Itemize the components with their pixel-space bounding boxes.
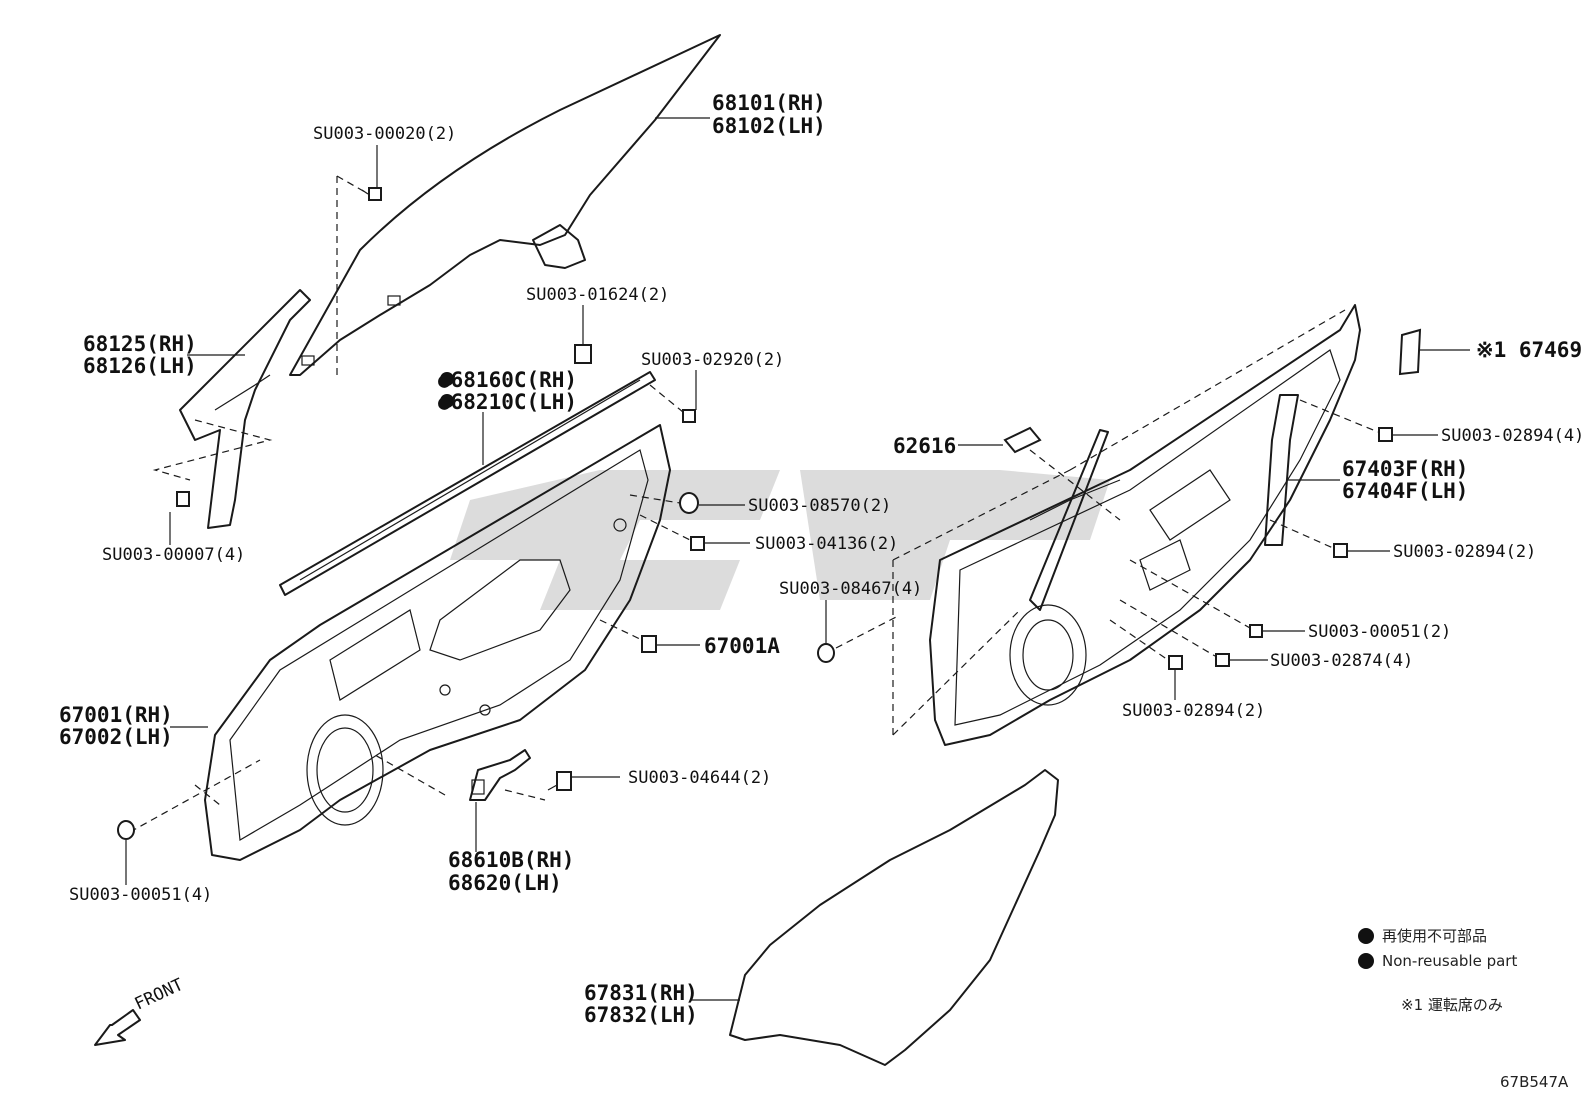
label-check-lh: 68620(LH)	[448, 871, 562, 895]
label-door-panel-lh: 67002(LH)	[59, 725, 173, 749]
label-screw-a: SU003-02920(2)	[641, 350, 784, 370]
door-panel-right	[929, 304, 1361, 746]
label-nut-a: SU003-04136(2)	[755, 534, 898, 554]
nut-right-bottom	[1168, 655, 1183, 670]
label-glass-lh: 68102(LH)	[712, 114, 826, 138]
legend-ja: 再使用不可部品	[1382, 927, 1487, 945]
bolt-check	[547, 771, 572, 791]
nut-right-51	[1249, 624, 1263, 638]
label-grommet-a: SU003-08570(2)	[748, 496, 891, 516]
label-bolt-check: SU003-04644(2)	[628, 768, 771, 788]
label-check-rh: 68610B(RH)	[448, 848, 574, 872]
label-front: FRONT	[132, 975, 187, 1015]
label-nut-right-mid: SU003-02894(2)	[1393, 542, 1536, 562]
bolt-top	[361, 187, 382, 201]
clip	[1003, 426, 1042, 454]
nut-right-top	[1378, 427, 1393, 442]
label-nut-right-top: SU003-02894(4)	[1441, 426, 1584, 446]
door-panel	[204, 424, 671, 861]
reference-code: 67B547A	[1500, 1073, 1569, 1091]
label-sheet-rh: 67831(RH)	[584, 981, 698, 1005]
grommet-a	[679, 492, 699, 514]
legend-note: ※1 運転席のみ	[1401, 996, 1503, 1014]
legend-en: Non-reusable part	[1382, 952, 1517, 970]
label-regulator-lh: 67404F(LH)	[1342, 479, 1468, 503]
label-service-cover: ※1 67469	[1476, 338, 1582, 362]
nut-right-74	[1215, 653, 1230, 667]
label-nut-right-74: SU003-02874(4)	[1270, 651, 1413, 671]
label-nut-plug: SU003-08467(4)	[779, 579, 922, 599]
label-division-bar-rh: 68125(RH)	[83, 332, 197, 356]
label-clip: 62616	[893, 434, 956, 458]
screw-a	[682, 409, 696, 423]
filled-circle-icon	[1358, 928, 1374, 944]
label-nut-right-51: SU003-00051(2)	[1308, 622, 1451, 642]
label-bolt-top: SU003-00020(2)	[313, 124, 456, 144]
label-door-panel-rh: 67001(RH)	[59, 703, 173, 727]
label-bolt-left: SU003-00007(4)	[102, 545, 245, 565]
label-plug-a: 67001A	[704, 634, 780, 658]
label-weatherstrip-lh: ●68210C(LH)	[438, 390, 577, 414]
plug-a	[641, 635, 657, 653]
nut-bottom	[117, 820, 135, 840]
bolt-left	[176, 491, 190, 507]
nut-right-mid	[1333, 543, 1348, 558]
filled-circle-icon	[1358, 953, 1374, 969]
door-glass	[289, 34, 721, 376]
door-check	[469, 749, 531, 801]
nut-a	[690, 536, 705, 551]
label-nut-bottom: SU003-00051(4)	[69, 885, 212, 905]
arrow-left-down-icon	[94, 1009, 141, 1046]
label-regulator-rh: 67403F(RH)	[1342, 457, 1468, 481]
label-weatherstrip-rh: ●68160C(RH)	[438, 368, 577, 392]
label-nut-right-bottom: SU003-02894(2)	[1122, 701, 1265, 721]
glass-bolt	[574, 344, 592, 364]
nut-plug	[817, 643, 835, 663]
label-glass-bolt: SU003-01624(2)	[526, 285, 669, 305]
legend: 再使用不可部品 Non-reusable part ※1 運転席のみ	[1358, 927, 1517, 1014]
service-cover	[1398, 328, 1422, 376]
label-glass-rh: 68101(RH)	[712, 91, 826, 115]
label-division-bar-lh: 68126(LH)	[83, 354, 197, 378]
weatherstrip	[279, 371, 656, 596]
window-regulator	[1029, 394, 1299, 611]
sealing-sheet	[729, 769, 1059, 1066]
label-sheet-lh: 67832(LH)	[584, 1003, 698, 1027]
division-bar	[179, 289, 311, 529]
